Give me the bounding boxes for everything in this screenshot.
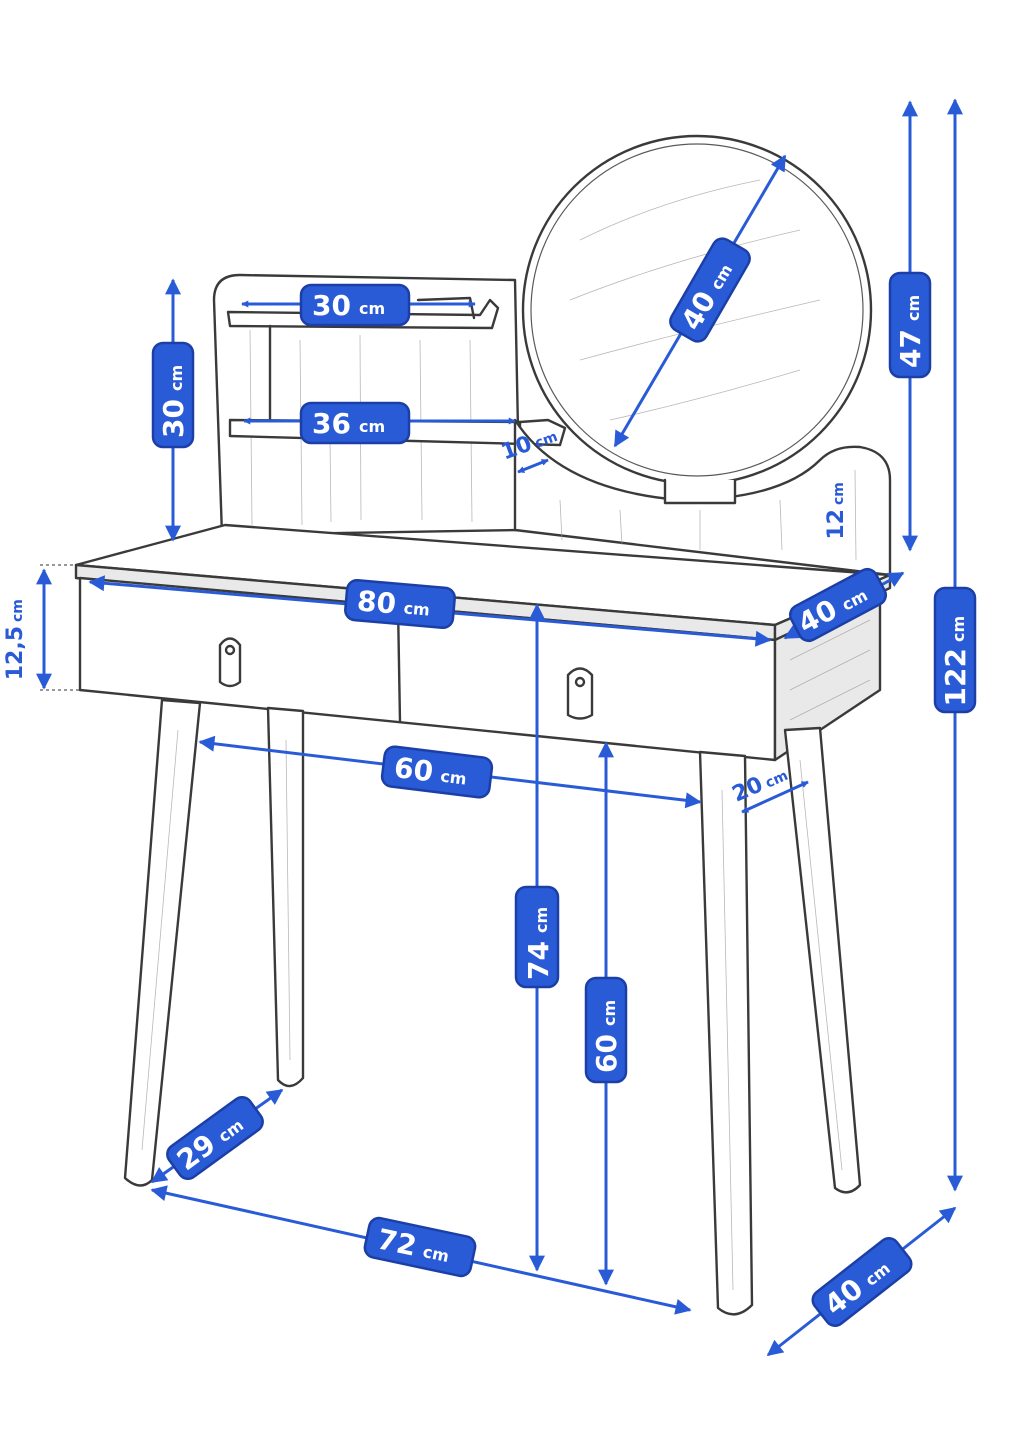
svg-text:cm: cm: [359, 299, 385, 318]
vanity-sketch: [40, 134, 892, 1316]
svg-text:74: 74: [522, 941, 555, 980]
label-shelf-bottom: 36 cm: [299, 401, 411, 445]
svg-text:80: 80: [356, 584, 398, 620]
label-foot-width: 72 cm: [363, 1216, 477, 1278]
svg-text:12: 12: [824, 509, 849, 540]
svg-text:72: 72: [374, 1222, 419, 1262]
label-leg-span: 60 cm: [380, 745, 494, 799]
svg-text:cm: cm: [359, 417, 385, 436]
label-back-height: 30 cm: [151, 341, 195, 449]
right-pull-screw: [574, 676, 586, 688]
right-drawer-pull: [566, 667, 594, 720]
rear-panel-grain: [559, 469, 857, 561]
svg-text:cm: cm: [904, 295, 923, 321]
label-foot-side-depth: 40 cm: [811, 1237, 913, 1327]
svg-text:cm: cm: [600, 1000, 619, 1026]
svg-text:cm: cm: [167, 365, 186, 391]
svg-text:30: 30: [157, 399, 190, 438]
rear-side-panel: [513, 418, 892, 577]
label-side-panel-height: 12 cm: [824, 482, 849, 540]
mirror-stand: [663, 478, 737, 505]
rear-right-leg: [783, 726, 862, 1194]
dim-line-leg-depth: [741, 780, 809, 814]
svg-text:60: 60: [392, 751, 435, 789]
label-drawer-height: 12,5 cm: [3, 599, 28, 680]
label-mirror-height: 47 cm: [888, 271, 932, 379]
svg-text:122: 122: [939, 648, 972, 706]
svg-text:30: 30: [312, 289, 351, 322]
label-table-height: 74 cm: [514, 885, 560, 989]
svg-text:cm: cm: [403, 598, 431, 619]
svg-text:47: 47: [894, 329, 927, 368]
svg-text:cm: cm: [10, 599, 26, 622]
rear-left-leg: [266, 706, 305, 1088]
front-right-leg: [698, 750, 754, 1316]
svg-text:cm: cm: [439, 767, 467, 789]
svg-text:cm: cm: [831, 482, 847, 505]
label-shelf-top: 30 cm: [299, 283, 411, 327]
front-left-leg: [123, 698, 202, 1187]
svg-text:cm: cm: [763, 768, 790, 792]
svg-text:cm: cm: [532, 907, 551, 933]
mirror-frame-inner: [530, 143, 864, 477]
svg-text:cm: cm: [533, 429, 560, 452]
dim-line-shelf-depth: [517, 458, 549, 474]
label-total-height: 122 cm: [933, 586, 977, 714]
label-drawer-clearance: 60 cm: [584, 976, 628, 1084]
svg-text:cm: cm: [949, 616, 968, 642]
upper-shelf-rail: [416, 296, 476, 320]
svg-text:60: 60: [590, 1034, 623, 1073]
svg-text:12,5: 12,5: [3, 626, 28, 680]
label-foot-depth: 29 cm: [166, 1095, 264, 1181]
label-tabletop-width: 80 cm: [344, 578, 456, 630]
svg-text:36: 36: [312, 407, 351, 440]
